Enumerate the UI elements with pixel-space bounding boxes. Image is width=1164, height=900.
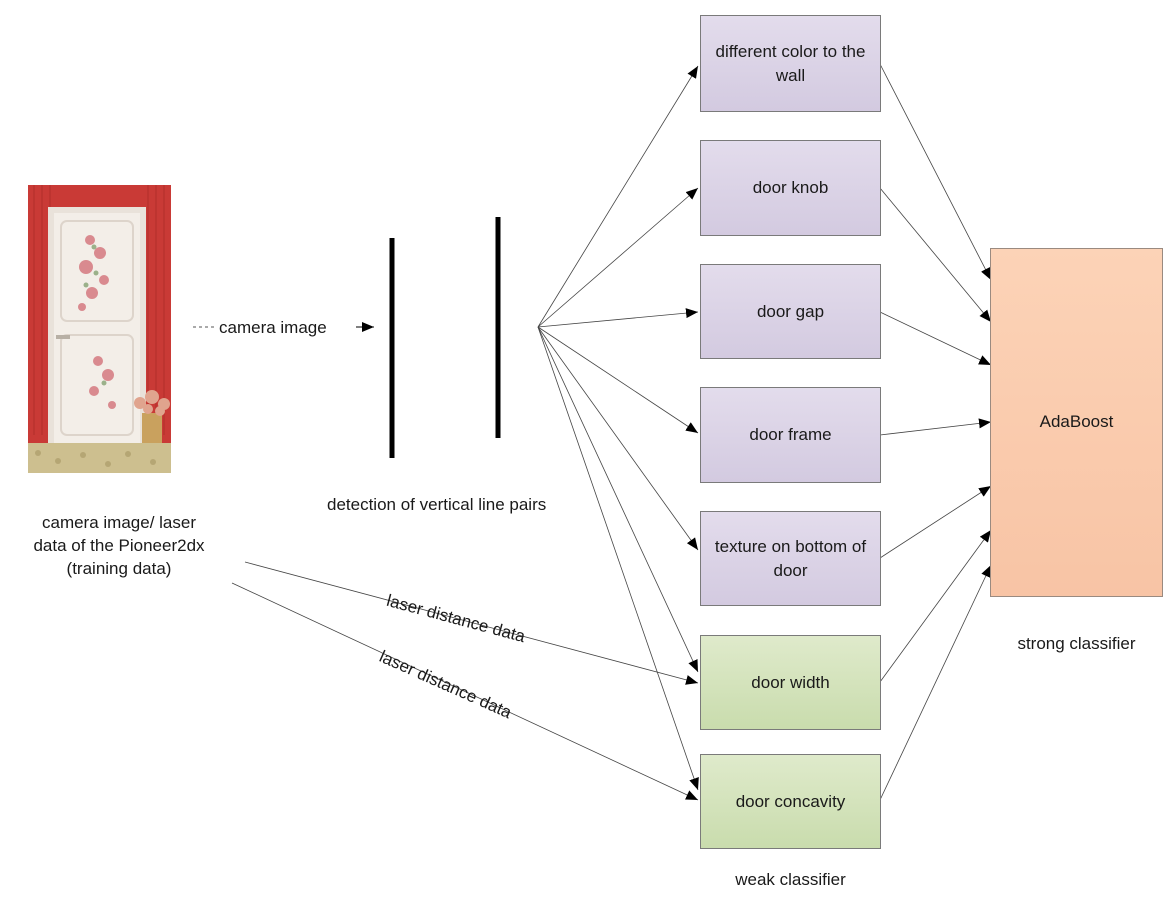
strong-classifier-label: strong classifier	[1017, 634, 1136, 653]
arrow-to-door-width	[537, 326, 699, 673]
arrow-to-door-gap	[537, 308, 699, 328]
arrow-to-different-color	[537, 65, 699, 328]
arrow-to-door-knob	[537, 187, 699, 328]
arrow-door-gap-to-adaboost	[879, 311, 992, 366]
adaboost-box: AdaBoost	[990, 248, 1163, 597]
weak-classifier-door-width: door width	[700, 635, 881, 730]
weak-classifier-door-frame: door frame	[700, 387, 881, 483]
arrow-different-color-to-adaboost	[879, 63, 992, 281]
weak-classifier-door-knob: door knob	[700, 140, 881, 236]
weak-classifier-door-gap: door gap	[700, 264, 881, 359]
door-photo	[28, 185, 171, 473]
arrow-door-concavity-to-adaboost	[879, 564, 992, 801]
arrow-to-door-concavity	[537, 326, 699, 791]
arrow-door-knob-to-adaboost	[879, 187, 992, 323]
weak-classifier-label: weak classifier	[735, 870, 846, 889]
laser-arrow-to-door-concavity	[231, 582, 699, 801]
arrow-texture-to-adaboost	[879, 485, 992, 559]
weak-classifier-different-color: different color to the wall	[700, 15, 881, 112]
arrow-door-frame-to-adaboost	[879, 418, 992, 436]
arrow-to-door-frame	[537, 326, 699, 434]
camera-image-edge-label: camera image	[219, 318, 327, 337]
weak-classifier-texture-bottom: texture on bottom of door	[700, 511, 881, 606]
input-data-caption: camera image/ laser data of the Pioneer2…	[33, 513, 205, 578]
arrow-to-texture	[537, 326, 699, 551]
laser-arrow-to-door-width	[244, 561, 699, 685]
line-pairs-label: detection of vertical line pairs	[327, 495, 547, 514]
arrow-door-width-to-adaboost	[879, 529, 992, 683]
weak-classifier-door-concavity: door concavity	[700, 754, 881, 849]
